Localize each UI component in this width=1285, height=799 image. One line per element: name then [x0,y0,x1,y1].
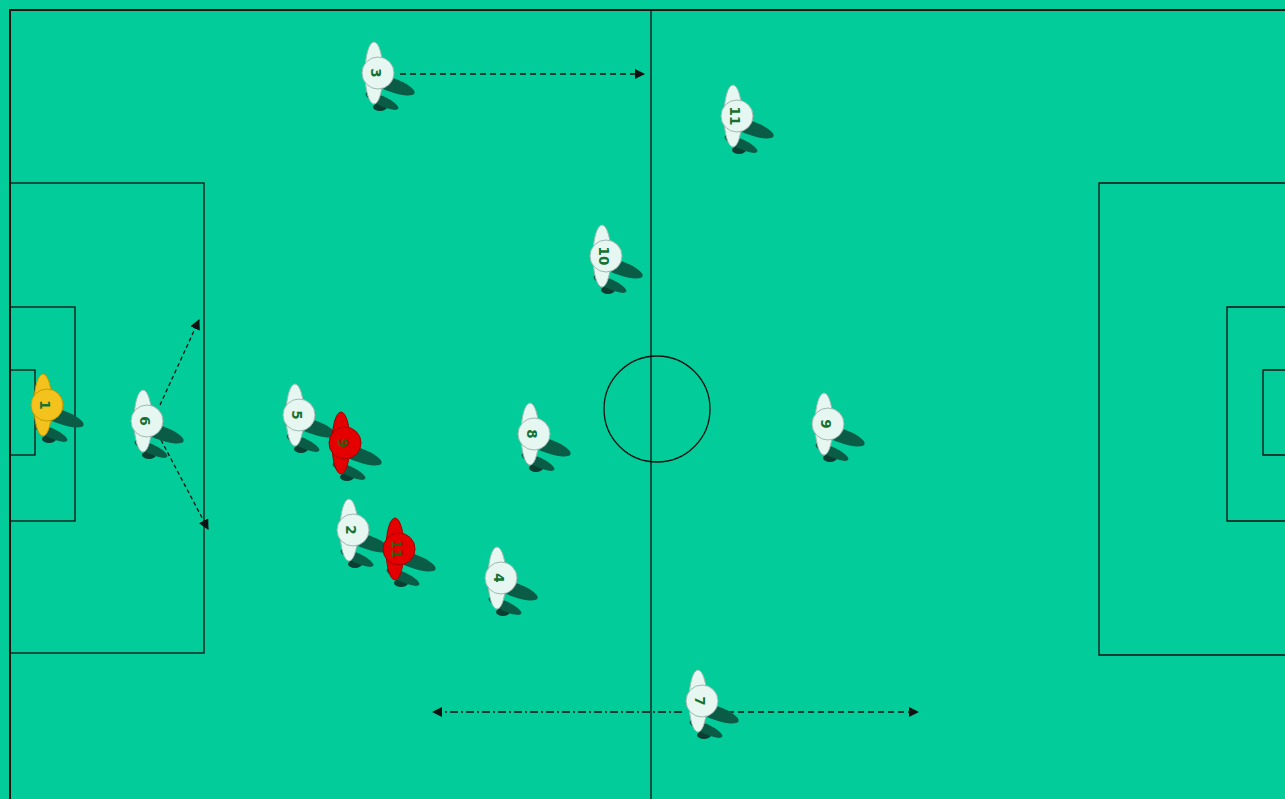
player-marker: 7 [680,681,720,721]
run-arrow [161,440,208,529]
player-marker: 9 [806,404,846,444]
shirt-number: 6 [125,401,165,441]
shirt-number: 10 [584,236,624,276]
player-marker: 9 [323,423,363,463]
shirt-number: 4 [479,558,519,598]
shirt-number: 1 [25,385,65,425]
run-arrow [433,711,682,712]
player-marker: 5 [277,395,317,435]
shirt-number: 11 [377,529,417,569]
run-arrow [400,73,644,74]
player-marker: 1 [25,385,65,425]
player-marker: 2 [331,510,371,550]
shirt-number: 9 [806,404,846,444]
player-marker: 11 [715,96,755,136]
player-marker: 6 [125,401,165,441]
player-marker: 3 [356,53,396,93]
shirt-number: 8 [512,414,552,454]
player-marker: 10 [584,236,624,276]
player-marker: 11 [377,529,417,569]
shirt-number: 9 [323,423,363,463]
shirt-number: 5 [277,395,317,435]
run-arrow [718,711,918,712]
shirt-number: 11 [715,96,755,136]
run-arrow [160,320,199,405]
shirt-number: 3 [356,53,396,93]
shirt-number: 7 [680,681,720,721]
player-marker: 4 [479,558,519,598]
shirt-number: 2 [331,510,371,550]
player-marker: 8 [512,414,552,454]
